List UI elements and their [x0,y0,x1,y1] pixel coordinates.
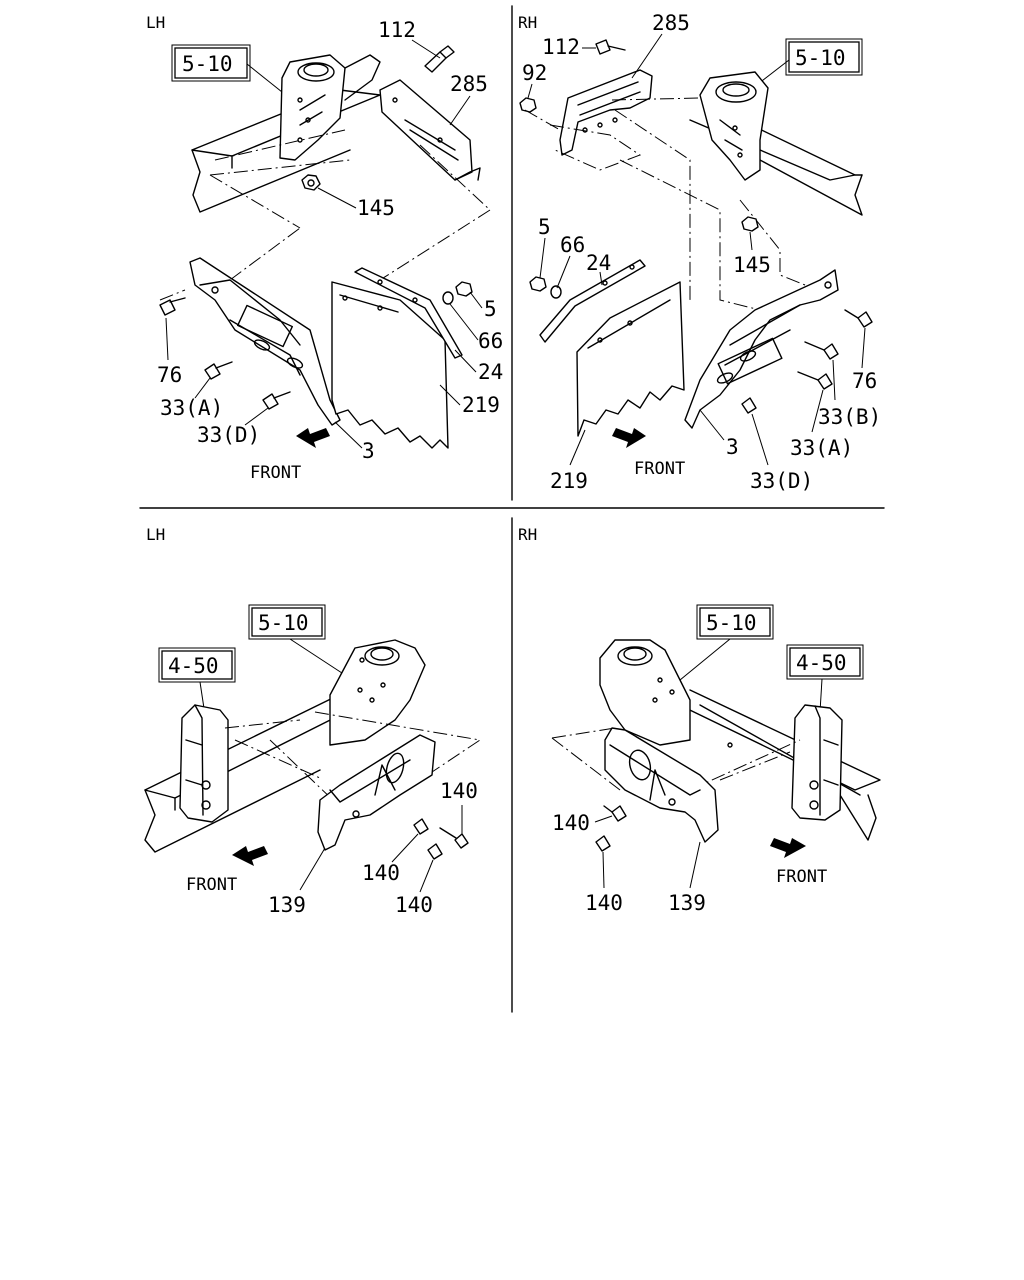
svg-text:5-10: 5-10 [182,52,233,76]
bolt-icon [424,45,455,73]
callout-219: 219 [462,393,500,417]
bolt-icon [413,818,429,835]
nut-icon [301,174,321,191]
bolt-icon [204,361,233,380]
svg-text:4-50: 4-50 [796,651,847,675]
washer-icon [550,285,562,299]
callout-24: 24 [478,360,503,384]
callout-145: 145 [733,253,771,277]
spring-bracket [329,639,426,746]
callout-285: 285 [652,11,690,35]
spring-bracket [699,71,769,181]
nut-icon [455,281,473,297]
bolt-icon [595,39,626,55]
panel-top-right: RH 5-10 [518,11,881,493]
panel-bottom-right: RH 5-10 4-50 [518,525,881,915]
callout-145: 145 [357,196,395,220]
spring-bracket [599,639,733,748]
spring-bracket [279,54,381,161]
bracket-285 [379,79,481,181]
side-label-rh: RH [518,13,537,32]
ref-box-5-10: 5-10 [248,604,326,640]
callout-219: 219 [550,469,588,493]
callout-140: 140 [440,779,478,803]
callout-33a: 33(A) [160,396,223,420]
bolt-icon [439,827,469,849]
bolt-icon [595,835,611,852]
callout-33d: 33(D) [197,423,260,447]
callout-66: 66 [560,233,585,257]
callout-33d: 33(D) [750,469,813,493]
callout-33a: 33(A) [790,436,853,460]
mudflap-219 [331,281,449,449]
callout-140: 140 [395,893,433,917]
callout-140: 140 [362,861,400,885]
callout-112: 112 [542,35,580,59]
svg-text:5-10: 5-10 [258,611,309,635]
mudguard-bracket-3 [684,269,839,429]
side-label-rh: RH [518,525,537,544]
callout-76: 76 [157,363,182,387]
front-label: FRONT [186,875,237,895]
mudflap-219 [576,281,685,437]
bolt-icon [797,371,833,390]
stay-24 [354,267,463,359]
callout-139: 139 [268,893,306,917]
bracket-285 [559,69,653,156]
bumper-bracket-4-50 [179,704,229,823]
callout-33b: 33(B) [818,405,881,429]
tow-bracket-139 [604,727,719,843]
front-label: FRONT [250,463,301,483]
side-label-lh: LH [146,525,165,544]
bolt-icon [159,297,186,316]
washer-icon [442,291,454,305]
callout-24: 24 [586,251,611,275]
side-label-lh: LH [146,13,165,32]
tow-bracket-139 [317,734,436,851]
panel-bottom-left: LH 5-10 4-50 [144,525,482,917]
ref-box-4-50: 4-50 [786,644,864,680]
callout-92: 92 [522,61,547,85]
callout-285: 285 [450,72,488,96]
bolt-icon [603,805,627,822]
svg-text:4-50: 4-50 [168,654,219,678]
bolt-icon [741,397,757,414]
panel-dividers [139,5,885,1013]
callout-5: 5 [538,215,551,239]
callout-3: 3 [726,435,739,459]
ref-box-5-10: 5-10 [171,44,251,82]
bolt-icon [804,341,839,360]
front-arrow-icon [612,428,646,448]
front-arrow-icon [770,838,806,858]
front-arrow-icon [232,846,268,866]
mudguard-bracket-3 [189,257,341,426]
bolt-icon [427,843,443,860]
front-label: FRONT [634,459,685,479]
bolt-icon [844,309,873,328]
callout-76: 76 [852,369,877,393]
callout-140: 140 [585,891,623,915]
front-label: FRONT [776,867,827,887]
nut-icon [519,97,537,113]
ref-box-5-10: 5-10 [696,604,774,640]
callout-112: 112 [378,18,416,42]
front-arrow-icon [296,428,330,448]
ref-box-5-10: 5-10 [785,38,863,76]
ref-box-4-50: 4-50 [158,647,236,683]
callout-66: 66 [478,329,503,353]
svg-text:5-10: 5-10 [706,611,757,635]
callout-3: 3 [362,439,375,463]
callout-5: 5 [484,297,497,321]
bumper-bracket-4-50 [791,704,843,821]
nut-icon [529,276,547,292]
panel-top-left: LH 5-10 112 [146,13,503,483]
nut-icon [741,216,759,232]
svg-text:5-10: 5-10 [795,46,846,70]
callout-140: 140 [552,811,590,835]
stay-24 [539,259,646,343]
bolt-icon [262,391,291,410]
callout-139: 139 [668,891,706,915]
